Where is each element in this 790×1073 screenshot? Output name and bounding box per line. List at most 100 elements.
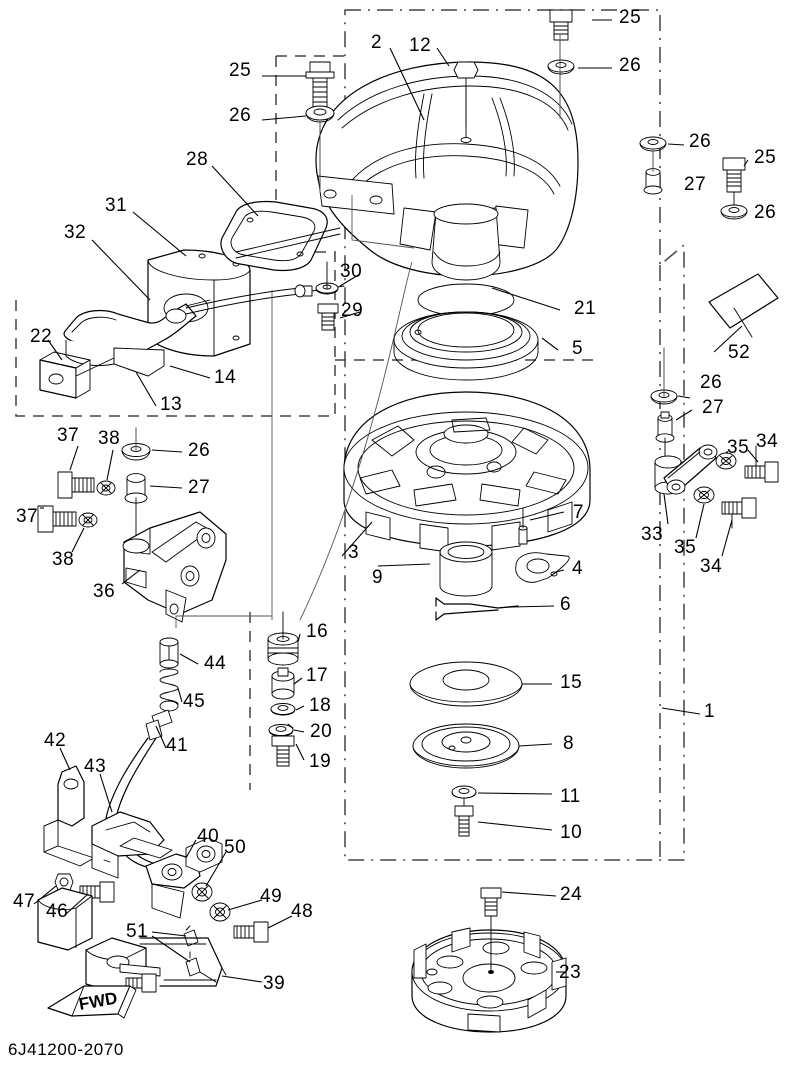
callout-27-bracket-l: 27 [188,477,211,498]
washer-18 [270,703,296,716]
spring-45 [159,668,179,712]
callout-14: 14 [214,367,237,388]
bolt-34-lower [721,497,757,529]
starter-lock-14 [63,299,211,377]
callout-37: 37 [57,425,80,446]
lock-stopper-22 [39,351,115,399]
bracket-arm-33 [654,444,718,495]
callout-21: 21 [574,298,597,319]
callout-29: 29 [341,300,364,321]
callout-18: 18 [309,695,332,716]
lever-joint-40 [145,837,223,919]
callout-25: 25 [229,60,252,81]
callout-24: 24 [560,884,583,905]
pin-7 [518,507,528,545]
callout-33: 33 [641,524,664,545]
leader-paths-long [135,34,665,628]
callout-40: 40 [197,826,220,847]
callout-32: 32 [64,222,87,243]
collar-27-right-mid [643,168,663,195]
washer-35-lower [693,486,715,504]
callout-26: 26 [229,105,252,126]
callout-43: 43 [84,756,107,777]
sheave-drum-3 [343,391,591,553]
gasket-28 [220,200,341,272]
callout-26-bracket-r: 26 [700,372,723,393]
callout-48: 48 [291,901,314,922]
callout-2: 2 [371,32,383,53]
callout-35-lower: 35 [674,537,697,558]
callout-3: 3 [348,542,360,563]
washer-26-right-top [547,59,575,75]
washer-38-upper [96,480,116,496]
washer-35-upper [715,452,737,470]
spring-washer-20 [268,723,294,737]
clip-51 [183,925,201,977]
callout-16: 16 [306,621,329,642]
callout-39: 39 [263,973,286,994]
bolt-29 [317,303,339,331]
callout-52: 52 [728,342,751,363]
lever-43 [91,811,173,879]
callout-27-bracket-r: 27 [702,397,725,418]
callout-35: 35 [727,437,750,458]
callout-38-lower: 38 [52,549,75,570]
drive-plate-8 [412,723,520,769]
starter-bracket-36 [122,511,227,623]
washer-30 [315,261,339,295]
callout-49: 49 [260,886,283,907]
callout-25-right-mid: 25 [754,147,777,168]
callout-37-lower: 37 [16,506,39,527]
callout-34: 34 [756,431,779,452]
bolt-37-upper [57,471,95,499]
callout-7: 7 [573,502,585,523]
pawl-spring-6 [435,597,519,621]
callout-19: 19 [309,751,332,772]
washer-11 [451,785,477,799]
bushing-9 [439,541,493,597]
washer-50 [191,882,213,902]
callout-30: 30 [340,261,363,282]
lower-housing [37,887,161,995]
bolt-37-lower [37,505,77,533]
callout-4: 4 [572,558,584,579]
washer-26-right-low [720,204,748,220]
bolt-24 [480,887,502,974]
linkage-rod-upper [185,284,345,315]
callout-45: 45 [183,691,206,712]
callout-9: 9 [372,567,384,588]
callout-42: 42 [44,730,67,751]
bolt-25-right-mid [722,157,746,207]
nut-47 [54,873,74,891]
callout-47: 47 [13,891,36,912]
callout-46: 46 [46,901,69,922]
group-boundary-1 [344,9,685,861]
wire-39 [139,937,227,987]
callout-20: 20 [310,721,333,742]
callout-38: 38 [98,428,121,449]
callout-17: 17 [306,665,329,686]
callout-6: 6 [560,594,572,615]
lock-subgroup-box [15,55,600,417]
fwd-arrow-marker: FWD [47,985,137,1019]
callout-13: 13 [160,394,183,415]
callout-11: 11 [560,786,581,807]
callout-26-right-low: 26 [754,202,777,223]
callout-41: 41 [166,735,189,756]
callout-28: 28 [186,149,209,170]
washer-49 [209,902,231,922]
friction-plate-15 [409,661,523,707]
callout-10: 10 [560,822,583,843]
starter-case-2 [315,61,579,281]
callout-1: 1 [704,701,716,722]
callout-22: 22 [30,326,53,347]
lever-plate-42 [43,765,95,867]
collar-27-bracket-left [124,473,148,547]
callout-26-bracket-l: 26 [188,440,211,461]
label-plate-52 [708,273,779,338]
diagram-part-number: 6J41200-2070 [8,1040,124,1059]
callout-36: 36 [93,581,116,602]
callout-34-lower: 34 [700,556,723,577]
